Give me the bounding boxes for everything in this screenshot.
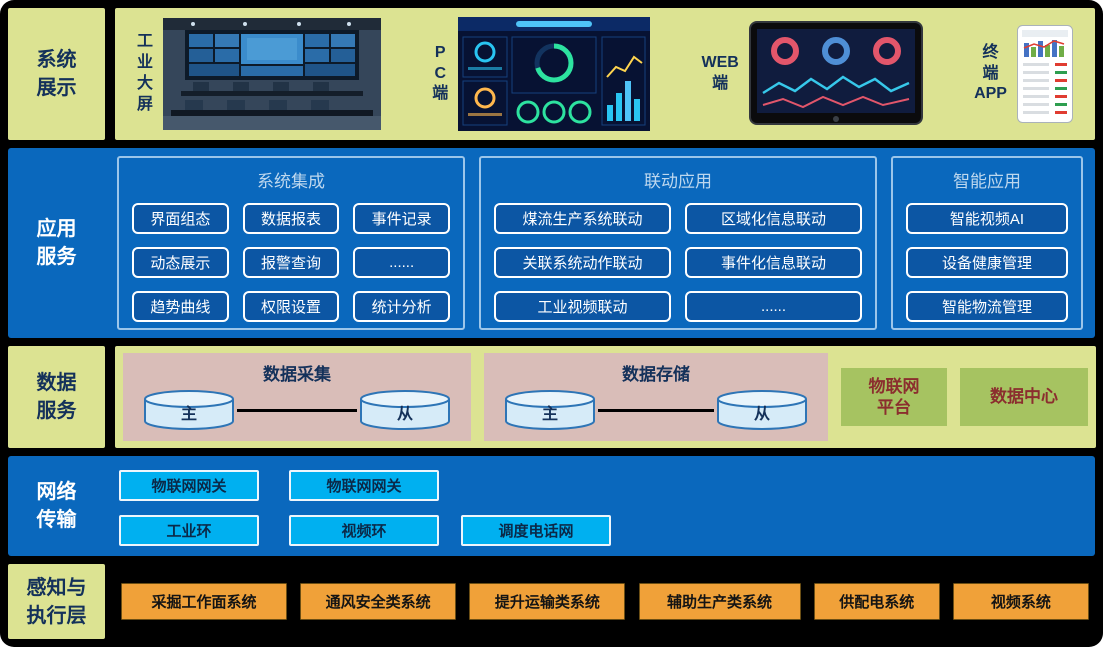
layer-application-services: 应用 服务 系统集成 界面组态 数据报表 事件记录 动态展示 报警查询 ....… (8, 148, 1095, 338)
layer-label-text: 应用 服务 (36, 218, 77, 268)
group-title: 系统集成 (257, 172, 325, 191)
pc-label: P C 端 (432, 43, 449, 103)
database-cylinder-primary-icon: 主 (144, 390, 234, 430)
sensor-chip-video-system: 视频系统 (952, 583, 1089, 620)
intelligent-grid: 智能视频AI 设备健康管理 智能物流管理 (906, 203, 1068, 322)
app-chip-permission-settings: 权限设置 (242, 291, 340, 322)
app-chip-regional-info-linkage: 区域化信息联动 (685, 203, 862, 234)
app-chip-event-info-linkage: 事件化信息联动 (685, 247, 862, 278)
app-chip-alarm-query: 报警查询 (242, 247, 340, 278)
network-row-gateways: 物联网网关 物联网网关 (119, 470, 1081, 501)
sensor-chip-auxiliary-production-system: 辅助生产类系统 (638, 583, 801, 620)
net-chip-dispatch-phone-network: 调度电话网 (461, 515, 611, 546)
display-item-industrial-screen: 工 业 大 屏 (137, 18, 382, 130)
app-chip-statistical-analysis: 统计分析 (353, 291, 450, 322)
sensor-chip-ventilation-safety-system: 通风安全类系统 (300, 583, 457, 620)
group-linkage-applications: 联动应用 煤流生产系统联动 区域化信息联动 关联系统动作联动 事件化信息联动 工… (479, 156, 877, 330)
layer-label-text: 网络 传输 (36, 481, 77, 531)
layer-network-transmission: 网络 传输 物联网网关 物联网网关 工业环 视频环 调度电话网 (8, 456, 1095, 556)
group-intelligent-applications: 智能应用 智能视频AI 设备健康管理 智能物流管理 (891, 156, 1083, 330)
net-chip-industrial-ring: 工业环 (119, 515, 259, 546)
mobile-app-image (1016, 25, 1073, 123)
display-item-web: WEB 端 (702, 21, 923, 127)
app-chip-ellipsis: ...... (685, 291, 862, 322)
terminal-app-label: 终 端 APP (974, 43, 1007, 103)
network-row-rings: 工业环 视频环 调度电话网 (119, 515, 1081, 546)
pc-dashboard-image (458, 17, 651, 131)
data-storage-title: 数据存储 (622, 365, 690, 384)
net-chip-iot-gateway-2: 物联网网关 (289, 470, 439, 501)
data-center-box: 数据中心 (960, 368, 1088, 426)
sensor-chip-power-supply-system: 供配电系统 (813, 583, 940, 620)
app-chip-industrial-video-linkage: 工业视频联动 (494, 291, 671, 322)
display-item-app: 终 端 APP (974, 25, 1073, 123)
app-chip-ellipsis: ...... (353, 247, 450, 278)
data-collection-cluster: 主 从 (139, 385, 455, 431)
linkage-grid: 煤流生产系统联动 区域化信息联动 关联系统动作联动 事件化信息联动 工业视频联动… (494, 203, 862, 322)
display-item-pc: P C 端 (432, 17, 651, 131)
replication-link (237, 408, 357, 412)
web-label: WEB 端 (701, 54, 739, 92)
group-system-integration: 系统集成 界面组态 数据报表 事件记录 动态展示 报警查询 ...... 趋势曲… (117, 156, 465, 330)
system-integration-grid: 界面组态 数据报表 事件记录 动态展示 报警查询 ...... 趋势曲线 权限设… (132, 203, 450, 322)
layer-label-text: 数据 服务 (36, 372, 77, 422)
app-chip-coal-flow-linkage: 煤流生产系统联动 (494, 203, 671, 234)
app-chip-event-record: 事件记录 (353, 203, 450, 234)
control-room-image (163, 18, 382, 130)
layer-label-system-display: 系统 展示 (8, 8, 105, 140)
layer-label-data-services: 数据 服务 (8, 346, 105, 448)
web-tablet-image (748, 21, 923, 125)
network-content: 物联网网关 物联网网关 工业环 视频环 调度电话网 (105, 456, 1095, 556)
replication-link (598, 408, 714, 412)
app-chip-trend-curve: 趋势曲线 (132, 291, 229, 322)
app-chip-dynamic-display: 动态展示 (132, 247, 229, 278)
data-collection-title: 数据采集 (263, 365, 331, 384)
app-chip-intelligent-logistics: 智能物流管理 (906, 291, 1068, 322)
data-storage-cluster: 主 从 (500, 385, 812, 431)
layer-perception-execution: 感知与 执行层 采掘工作面系统 通风安全类系统 提升运输类系统 辅助生产类系统 … (8, 564, 1095, 639)
layer-label-perception-execution: 感知与 执行层 (8, 564, 105, 639)
application-services-content: 系统集成 界面组态 数据报表 事件记录 动态展示 报警查询 ...... 趋势曲… (105, 148, 1095, 338)
net-chip-video-ring: 视频环 (289, 515, 439, 546)
layer-system-display: 系统 展示 工 业 大 屏 (8, 8, 1095, 140)
app-chip-video-ai: 智能视频AI (906, 203, 1068, 234)
layer-data-services: 数据 服务 数据采集 主 从 (8, 346, 1096, 448)
app-chip-related-system-action-linkage: 关联系统动作联动 (494, 247, 671, 278)
database-cylinder-secondary-icon: 从 (717, 390, 807, 430)
sensor-chip-hoisting-transport-system: 提升运输类系统 (469, 583, 626, 620)
app-chip-equipment-health: 设备健康管理 (906, 247, 1068, 278)
layer-label-application-services: 应用 服务 (8, 148, 105, 338)
layer-label-text: 感知与 执行层 (26, 576, 87, 627)
group-title: 智能应用 (953, 172, 1021, 191)
database-cylinder-primary-icon: 主 (505, 390, 595, 430)
layer-label-network-transmission: 网络 传输 (8, 456, 105, 556)
primary-node-label: 主 (181, 404, 197, 423)
data-services-content: 数据采集 主 从 数据存储 (115, 346, 1096, 448)
sensor-chip-mining-face-system: 采掘工作面系统 (121, 583, 287, 620)
system-display-content: 工 业 大 屏 (115, 8, 1095, 140)
perception-content: 采掘工作面系统 通风安全类系统 提升运输类系统 辅助生产类系统 供配电系统 视频… (115, 564, 1095, 639)
secondary-node-label: 从 (397, 405, 413, 423)
iot-platform-box: 物联网 平台 (841, 368, 947, 426)
layer-label-text: 系统 展示 (36, 49, 77, 99)
net-chip-iot-gateway-1: 物联网网关 (119, 470, 259, 501)
industrial-screen-label: 工 业 大 屏 (137, 33, 154, 113)
database-cylinder-secondary-icon: 从 (360, 390, 450, 430)
app-chip-data-report: 数据报表 (242, 203, 340, 234)
group-title: 联动应用 (644, 172, 712, 191)
app-chip-interface-config: 界面组态 (132, 203, 229, 234)
primary-node-label: 主 (542, 404, 558, 423)
data-storage-box: 数据存储 主 从 (484, 353, 828, 441)
secondary-node-label: 从 (754, 405, 770, 423)
data-collection-box: 数据采集 主 从 (123, 353, 471, 441)
